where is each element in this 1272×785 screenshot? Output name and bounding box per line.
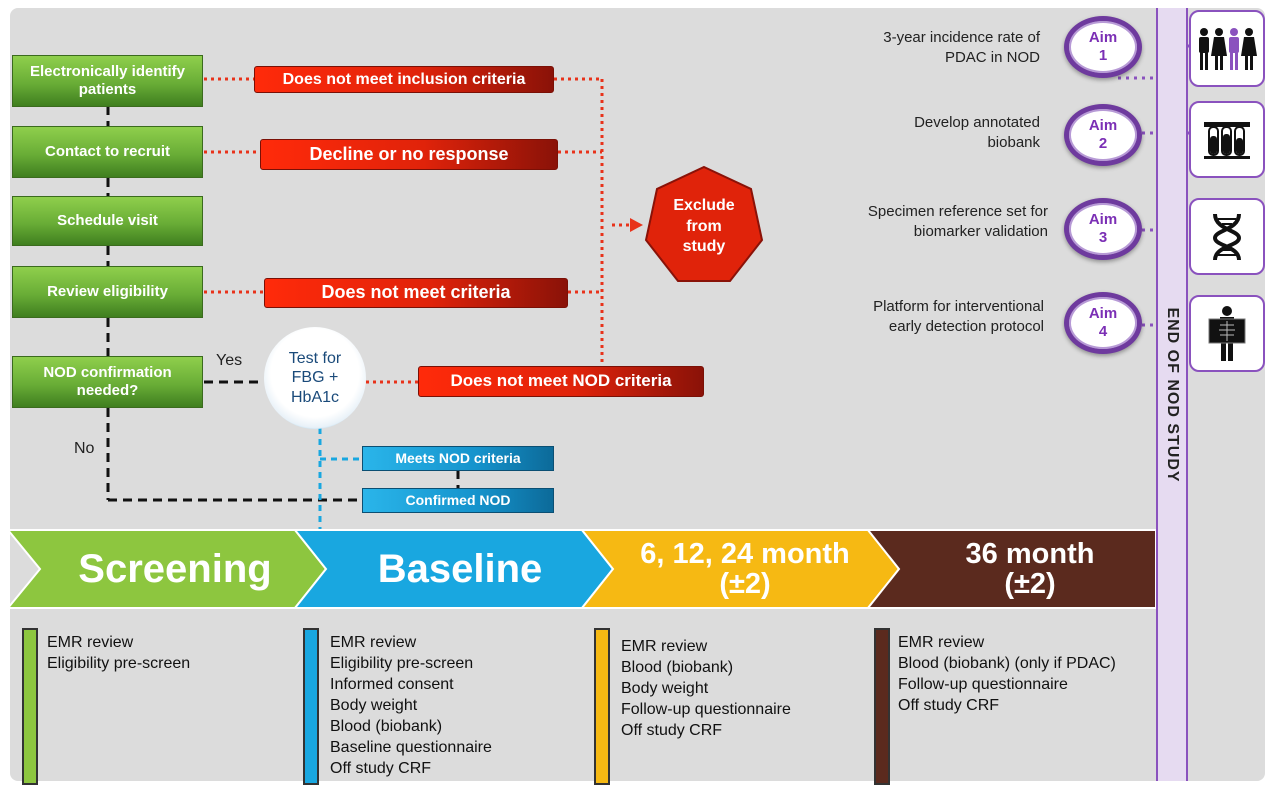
list-item: Follow-up questionnaire bbox=[898, 676, 1068, 693]
phase-title: Baseline bbox=[377, 547, 543, 591]
list-item: Body weight bbox=[330, 697, 418, 714]
aim-3-text: Specimen reference set for biomarker val… bbox=[867, 203, 1048, 241]
yes-label: Yes bbox=[216, 352, 243, 369]
month36-bar bbox=[874, 628, 890, 785]
aim-2-text: Develop annotated biobank bbox=[914, 114, 1040, 152]
exclusion-nod-criteria: Does not meet NOD criteria bbox=[418, 366, 704, 397]
test-tubes-icon bbox=[1204, 121, 1250, 159]
step-identify-patients: Electronically identify patients bbox=[12, 55, 203, 107]
list-item: Off study CRF bbox=[898, 697, 1000, 714]
list-item: Off study CRF bbox=[330, 760, 432, 777]
list-item: Eligibility pre-screen bbox=[330, 655, 474, 672]
list-item: EMR review bbox=[330, 634, 417, 651]
chevron-36-month bbox=[865, 529, 1157, 609]
phase-title: 6, 12, 24 month bbox=[640, 537, 850, 570]
aim-number: 4 bbox=[1098, 323, 1108, 340]
list-item: Blood (biobank) bbox=[330, 718, 443, 735]
screening-list: EMR review Eligibility pre-screen bbox=[47, 632, 190, 674]
exclusion-inclusion-criteria: Does not meet inclusion criteria bbox=[254, 66, 554, 93]
phase-title: Screening bbox=[78, 547, 272, 591]
list-item: EMR review bbox=[47, 634, 134, 651]
baseline-list: EMR review Eligibility pre-screen Inform… bbox=[330, 632, 492, 779]
list-item: Eligibility pre-screen bbox=[47, 655, 191, 672]
step-review-eligibility: Review eligibility bbox=[12, 266, 203, 318]
step-nod-confirmation: NOD confirmation needed? bbox=[12, 356, 203, 408]
list-item: Baseline questionnaire bbox=[330, 739, 492, 756]
screening-bar bbox=[22, 628, 38, 785]
test-fbg-label: Test for FBG + HbA1c bbox=[288, 350, 342, 406]
list-item: EMR review bbox=[898, 634, 985, 651]
exclude-from-study-label: Exclude from study bbox=[673, 196, 735, 256]
aim-label: Aim bbox=[1088, 29, 1118, 46]
list-item: Follow-up questionnaire bbox=[621, 701, 791, 718]
xray-icon-box bbox=[1189, 295, 1265, 372]
followup-bar bbox=[594, 628, 610, 785]
aim-number: 2 bbox=[1098, 135, 1108, 152]
phase-followup-title: 6, 12, 24 month (±2) bbox=[615, 528, 875, 610]
aim-number: 3 bbox=[1098, 229, 1108, 246]
phase-title: 36 month bbox=[965, 537, 1095, 570]
list-item: Body weight bbox=[621, 680, 709, 697]
exclude-octagon bbox=[644, 165, 764, 282]
phase-baseline-title: Baseline bbox=[330, 528, 590, 610]
confirmed-nod: Confirmed NOD bbox=[362, 488, 554, 513]
list-item: Blood (biobank) (only if PDAC) bbox=[898, 655, 1116, 672]
end-of-study-label: END OF NOD STUDY bbox=[1164, 307, 1181, 483]
test-fbg-circle: Test for FBG + HbA1c bbox=[264, 327, 366, 429]
aim-number: 1 bbox=[1098, 47, 1108, 64]
phase-screening-title: Screening bbox=[40, 528, 310, 610]
phase-36-month-title: 36 month (±2) bbox=[900, 528, 1160, 610]
list-item: Off study CRF bbox=[621, 722, 723, 739]
phase-subtitle: (±2) bbox=[1004, 568, 1056, 600]
list-item: Informed consent bbox=[330, 676, 454, 693]
list-item: Blood (biobank) bbox=[621, 659, 734, 676]
aim-label: Aim bbox=[1088, 211, 1118, 228]
aim-1-text: 3-year incidence rate of PDAC in NOD bbox=[883, 29, 1040, 67]
step-contact-recruit: Contact to recruit bbox=[12, 126, 203, 178]
baseline-bar bbox=[303, 628, 319, 785]
meets-nod-criteria: Meets NOD criteria bbox=[362, 446, 554, 471]
test-tubes-icon-box bbox=[1189, 101, 1265, 178]
month36-list: EMR review Blood (biobank) (only if PDAC… bbox=[898, 632, 1116, 716]
exclusion-decline: Decline or no response bbox=[260, 139, 558, 170]
people-icon-box bbox=[1189, 10, 1265, 87]
followup-list: EMR review Blood (biobank) Body weight F… bbox=[621, 636, 791, 741]
xray-icon bbox=[1208, 305, 1246, 361]
aim-4-text: Platform for interventional early detect… bbox=[873, 298, 1044, 336]
aim-label: Aim bbox=[1088, 305, 1118, 322]
aim-3-badge: Aim 3 bbox=[1064, 198, 1142, 260]
people-icon bbox=[1199, 27, 1257, 70]
no-label: No bbox=[74, 440, 95, 457]
dna-icon bbox=[1212, 213, 1242, 260]
aim-label: Aim bbox=[1088, 117, 1118, 134]
end-of-study-bar bbox=[1156, 8, 1188, 781]
aim-2-badge: Aim 2 bbox=[1064, 104, 1142, 166]
aim-4-badge: Aim 4 bbox=[1064, 292, 1142, 354]
phase-subtitle: (±2) bbox=[719, 568, 771, 600]
dna-icon-box bbox=[1189, 198, 1265, 275]
step-schedule-visit: Schedule visit bbox=[12, 196, 203, 246]
aim-1-badge: Aim 1 bbox=[1064, 16, 1142, 78]
exclusion-criteria: Does not meet criteria bbox=[264, 278, 568, 308]
list-item: EMR review bbox=[621, 638, 708, 655]
